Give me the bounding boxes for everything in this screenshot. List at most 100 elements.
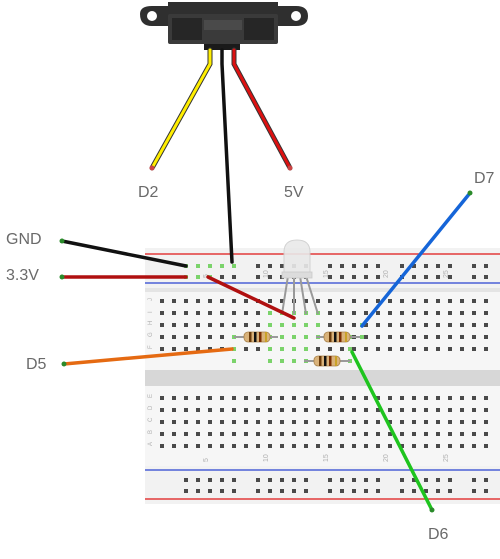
column-number: 5 [203,458,210,462]
connected-hole [304,347,308,351]
resistor-band [334,332,337,342]
rail-hole [256,489,260,493]
breadboard-hole [172,408,176,412]
breadboard-hole [304,420,308,424]
breadboard-hole [460,311,464,315]
terminal-area-bottom [145,386,500,466]
column-number: 25 [443,270,450,278]
rail-hole [376,489,380,493]
red-wire [232,48,292,170]
rail-hole [436,264,440,268]
rail-hole [448,489,452,493]
breadboard-hole [484,347,488,351]
breadboard-hole [280,420,284,424]
rail-hole [376,264,380,268]
breadboard-hole [208,311,212,315]
breadboard-hole [388,396,392,400]
breadboard-hole [232,299,236,303]
breadboard-hole [364,408,368,412]
resistor-band [329,332,332,342]
breadboard-hole [352,311,356,315]
rail-hole [340,264,344,268]
connected-hole [316,323,320,327]
breadboard-hole [268,444,272,448]
breadboard-hole [268,299,272,303]
breadboard-hole [412,311,416,315]
breadboard-hole [196,335,200,339]
breadboard-hole [184,335,188,339]
breadboard-hole [184,311,188,315]
connected-hole [208,264,212,268]
breadboard-hole [268,396,272,400]
breadboard-hole [160,323,164,327]
connected-hole [292,347,296,351]
connected-hole [196,264,200,268]
breadboard-hole [172,420,176,424]
breadboard-hole [388,335,392,339]
breadboard-hole [400,396,404,400]
breadboard-hole [448,335,452,339]
rail-hole [268,478,272,482]
breadboard-hole [472,432,476,436]
breadboard-hole [256,347,260,351]
rail-hole [364,275,368,279]
breadboard-hole [436,408,440,412]
breadboard-hole [304,299,308,303]
breadboard-hole [364,335,368,339]
breadboard-hole [424,347,428,351]
led-dome [283,239,311,277]
breadboard-hole [364,432,368,436]
breadboard-hole [172,335,176,339]
breadboard-hole [208,444,212,448]
breadboard-hole [208,396,212,400]
connected-hole [360,335,364,339]
label-d7: D7 [474,170,495,187]
connected-hole [292,335,296,339]
breadboard-hole [160,432,164,436]
breadboard-hole [448,311,452,315]
breadboard-hole [304,432,308,436]
resistor-1 [234,331,278,343]
breadboard-hole [184,444,188,448]
breadboard-hole [232,323,236,327]
rail-hole [484,489,488,493]
rail-hole [256,478,260,482]
breadboard-hole [196,299,200,303]
connected-hole [280,347,284,351]
breadboard-hole [376,444,380,448]
connected-hole [220,264,224,268]
row-letter: I [148,311,154,313]
led-leg [299,275,307,315]
breadboard-hole [340,396,344,400]
breadboard-hole [412,396,416,400]
breadboard-hole [352,444,356,448]
breadboard-hole [208,420,212,424]
breadboard-hole [484,323,488,327]
breadboard-hole [472,299,476,303]
breadboard-hole [160,299,164,303]
breadboard-hole [460,299,464,303]
breadboard-hole [448,396,452,400]
connected-hole [304,323,308,327]
row-letter: B [148,430,154,434]
rail-hole [208,489,212,493]
connected-hole [292,359,296,363]
breadboard-hole [244,311,248,315]
breadboard-hole [280,299,284,303]
label-5v: 5V [284,184,304,201]
breadboard-hole [244,396,248,400]
breadboard-hole [256,396,260,400]
breadboard-hole [436,420,440,424]
breadboard-hole [184,323,188,327]
wire-end [59,238,65,244]
breadboard-hole [412,335,416,339]
breadboard-hole [172,299,176,303]
rail-hole [484,275,488,279]
rail-hole [412,489,416,493]
breadboard-hole [292,420,296,424]
breadboard-hole [268,408,272,412]
label-3v3: 3.3V [6,267,39,284]
breadboard-hole [388,408,392,412]
rail-hole [364,478,368,482]
breadboard-hole [352,299,356,303]
